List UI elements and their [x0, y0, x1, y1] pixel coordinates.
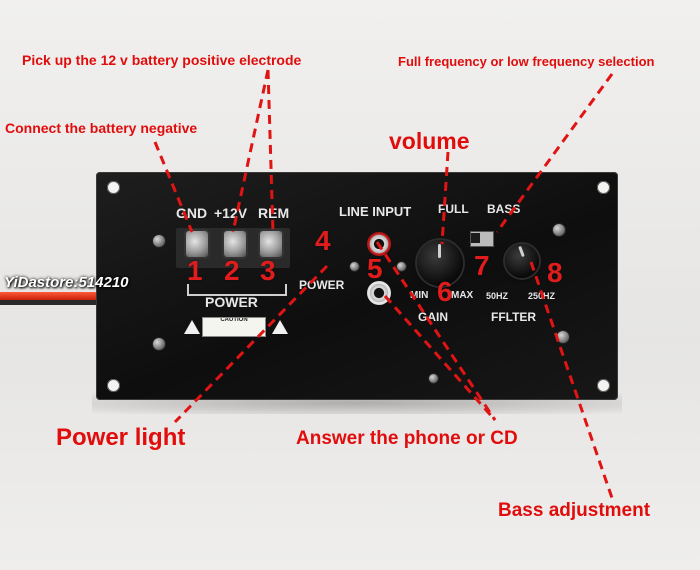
panel-screw [553, 224, 565, 236]
leader-12v-b [266, 69, 275, 233]
black-ground-wire [0, 300, 108, 305]
mounting-hole [107, 379, 120, 392]
leader-12v-a [231, 69, 270, 233]
mounting-hole [597, 181, 610, 194]
switch-toggle [471, 233, 480, 243]
leader-bass [529, 261, 614, 499]
number-1: 1 [187, 255, 203, 286]
caution-sticker: CAUTION [202, 317, 266, 337]
number-4: 4 [315, 225, 331, 256]
leader-power-light [173, 264, 329, 424]
amplifier-panel [96, 172, 618, 400]
store-watermark: YiDastore:514210 [4, 274, 129, 291]
panel-screw [429, 374, 438, 383]
label-pickup-12v: Pick up the 12 v battery positive electr… [22, 52, 302, 68]
warning-triangle-icon [272, 320, 288, 334]
rem-terminal[interactable] [260, 231, 282, 257]
gain-min-label: MIN [410, 290, 429, 301]
label-answer-phone: Answer the phone or CD [296, 428, 518, 449]
leader-negative [153, 141, 194, 233]
number-3: 3 [260, 255, 276, 286]
rca-input-left[interactable] [367, 281, 391, 305]
panel-screw [350, 262, 359, 271]
v12-terminal[interactable] [224, 231, 246, 257]
gain-max-label: MAX [451, 290, 474, 301]
label-full-low-select: Full frequency or low frequency selectio… [398, 54, 655, 69]
gnd-label: GND [176, 205, 208, 221]
red-power-wire [0, 292, 110, 300]
power-bracket [187, 284, 287, 296]
label-connect-negative: Connect the battery negative [5, 120, 198, 136]
leader-volume [440, 151, 450, 245]
number-8: 8 [547, 257, 563, 288]
number-2: 2 [224, 255, 240, 286]
leader-answer-b [383, 295, 497, 421]
panel-screw [153, 338, 165, 350]
leader-answer-a [375, 241, 497, 421]
number-6: 6 [437, 276, 453, 307]
gain-label: GAIN [418, 310, 448, 324]
number-7: 7 [474, 250, 490, 281]
mounting-hole [597, 379, 610, 392]
panel-screw [557, 331, 569, 343]
caution-title: CAUTION [220, 317, 248, 323]
panel-screw [397, 262, 406, 271]
number-5: 5 [367, 253, 383, 284]
filter-label: FFLTER [491, 310, 537, 324]
label-power-light: Power light [56, 424, 186, 451]
label-bass-adjustment: Bass adjustment [498, 500, 651, 521]
gnd-terminal[interactable] [186, 231, 208, 257]
warning-triangle-icon [184, 320, 200, 334]
power-group-label: POWER [205, 294, 258, 310]
filter-50hz-label: 50HZ [486, 291, 509, 301]
panel-screw [153, 235, 165, 247]
mounting-hole [107, 181, 120, 194]
gain-knob-indicator [438, 244, 441, 258]
line-input-label: LINE INPUT [339, 204, 412, 219]
label-volume: volume [389, 128, 470, 154]
leader-full-low [495, 73, 614, 233]
